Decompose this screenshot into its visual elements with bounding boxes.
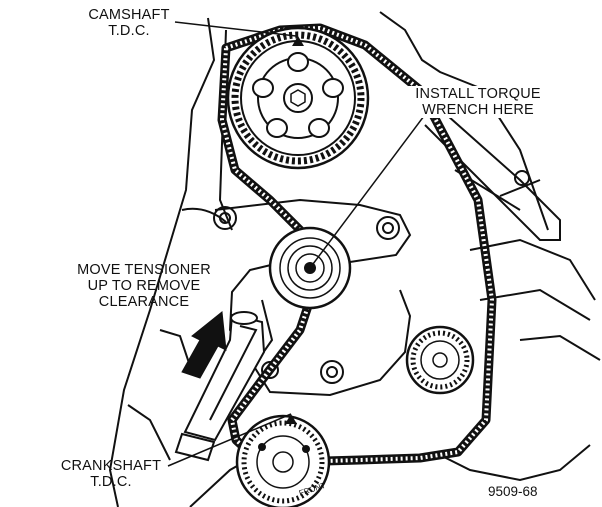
torque-label-line: WRENCH HERE	[422, 102, 534, 118]
crankshaft-tdc-label: CRANKSHAFT T.D.C.	[52, 458, 170, 490]
camshaft-label-line: T.D.C.	[108, 23, 150, 39]
coolant-pipe	[424, 99, 561, 241]
tensioner-label-line: UP TO REMOVE	[87, 278, 201, 294]
cover-bracket	[213, 198, 412, 397]
move-tensioner-label: MOVE TENSIONER UP TO REMOVE CLEARANCE	[58, 262, 230, 310]
crankshaft-timing-mark-arrow-icon	[285, 414, 297, 424]
tensioner-up-arrow-icon	[181, 311, 227, 379]
tensioner-label-line: CLEARANCE	[98, 294, 190, 310]
idler-pulley	[405, 325, 475, 395]
camshaft-tdc-label: CAMSHAFT T.D.C.	[74, 7, 184, 39]
crankshaft-label-line: CRANKSHAFT	[60, 458, 162, 474]
torque-wrench-label: INSTALL TORQUE WRENCH HERE	[408, 86, 548, 118]
camshaft-sprocket	[226, 26, 370, 170]
crankshaft-label-line: T.D.C.	[90, 474, 132, 490]
leader-lines	[167, 21, 431, 467]
tensioner-assembly	[174, 311, 266, 462]
figure-number: 9509-68	[488, 484, 538, 499]
camshaft-timing-mark-arrow-icon	[292, 36, 304, 46]
torque-label-line: INSTALL TORQUE	[415, 86, 541, 102]
crankshaft-sprocket: FRONT	[235, 414, 331, 507]
tensioner-label-line: MOVE TENSIONER	[77, 262, 211, 278]
camshaft-label-line: CAMSHAFT	[88, 7, 170, 23]
